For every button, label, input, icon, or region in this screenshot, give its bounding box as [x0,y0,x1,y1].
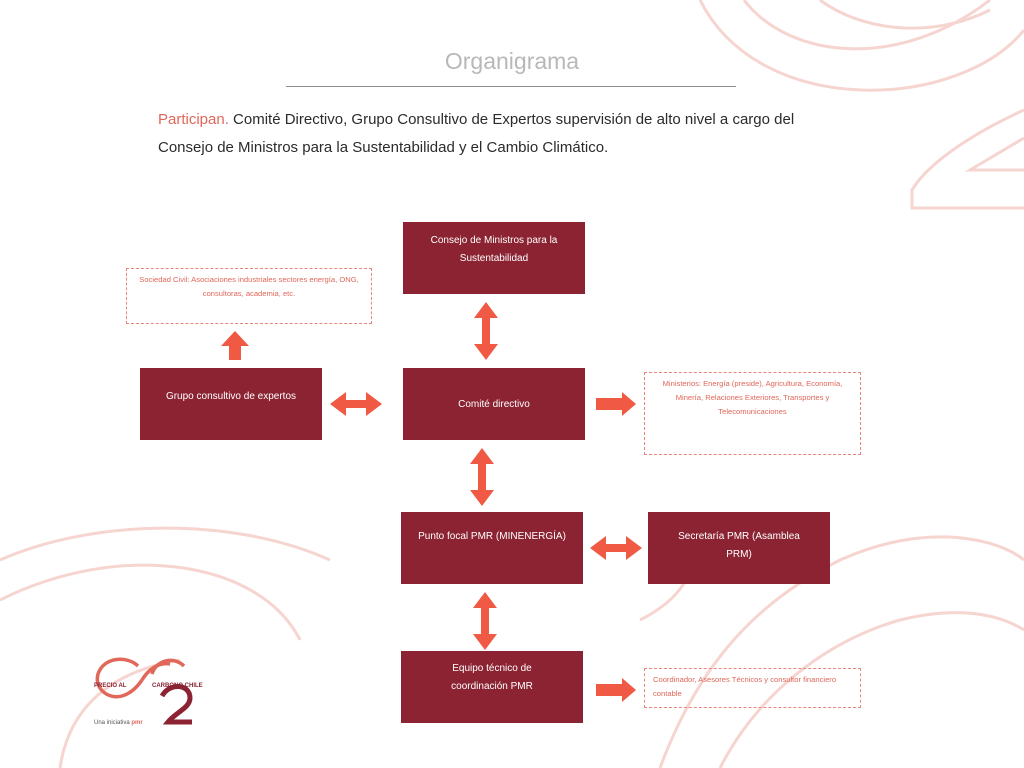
precio-carbono-chile-logo: PRECIO AL CARBONO CHILE Una iniciativa p… [94,657,203,726]
sociedad-civil-note: Sociedad Civil: Asociaciones industriale… [126,268,372,324]
ministerios-note: Ministerios: Energía (preside), Agricult… [644,372,861,455]
intro-lead: Participan. [158,111,229,128]
coordinador-text: Coordinador, Asesores Técnicos y consult… [653,675,837,698]
comite-directivo-box: Comité directivo [403,368,585,440]
equipo-tecnico-box: Equipo técnico de coordinación PMR [401,651,583,723]
arrow-up-sociedad-civil [221,331,249,360]
arrow-punto-focal-secretaria [590,536,642,560]
arrow-punto-focal-equipo [473,592,497,650]
sociedad-civil-text: Sociedad Civil: Asociaciones industriale… [139,275,359,298]
arrow-grupo-comite [330,392,382,416]
consejo-ministros-label: Consejo de Ministros para la Sustentabil… [430,235,558,264]
arrow-right-ministerios [596,392,636,416]
logo-left-text: PRECIO AL [94,683,127,689]
coordinador-note: Coordinador, Asesores Técnicos y consult… [644,668,861,708]
equipo-tecnico-label: Equipo técnico de coordinación PMR [451,663,533,692]
consejo-ministros-box: Consejo de Ministros para la Sustentabil… [403,222,585,294]
arrow-comite-punto-focal [470,448,494,506]
intro-text: Comité Directivo, Grupo Consultivo de Ex… [158,111,795,156]
grupo-consultivo-label: Grupo consultivo de expertos [165,391,297,402]
comite-directivo-label: Comité directivo [458,399,530,410]
secretaria-pmr-box: Secretaría PMR (Asamblea PRM) [648,512,830,584]
title-divider [286,86,736,87]
grupo-consultivo-box: Grupo consultivo de expertos [140,368,322,440]
punto-focal-label: Punto focal PMR (MINENERGÍA) [418,531,566,542]
page-title: Organigrama [444,48,580,74]
logo-right-text: CARBONO CHILE [152,683,203,689]
ministerios-text: Ministerios: Energía (preside), Agricult… [662,379,843,416]
secretaria-pmr-label: Secretaría PMR (Asamblea PRM) [678,531,800,560]
logo-tagline-brand: pmr [131,720,143,726]
arrow-consejo-comite [474,302,498,360]
arrow-right-coordinador [596,678,636,702]
punto-focal-box: Punto focal PMR (MINENERGÍA) [401,512,583,584]
intro-paragraph: Participan. Comité Directivo, Grupo Cons… [158,106,838,162]
logo-tagline: Una iniciativa pmr [94,720,143,726]
